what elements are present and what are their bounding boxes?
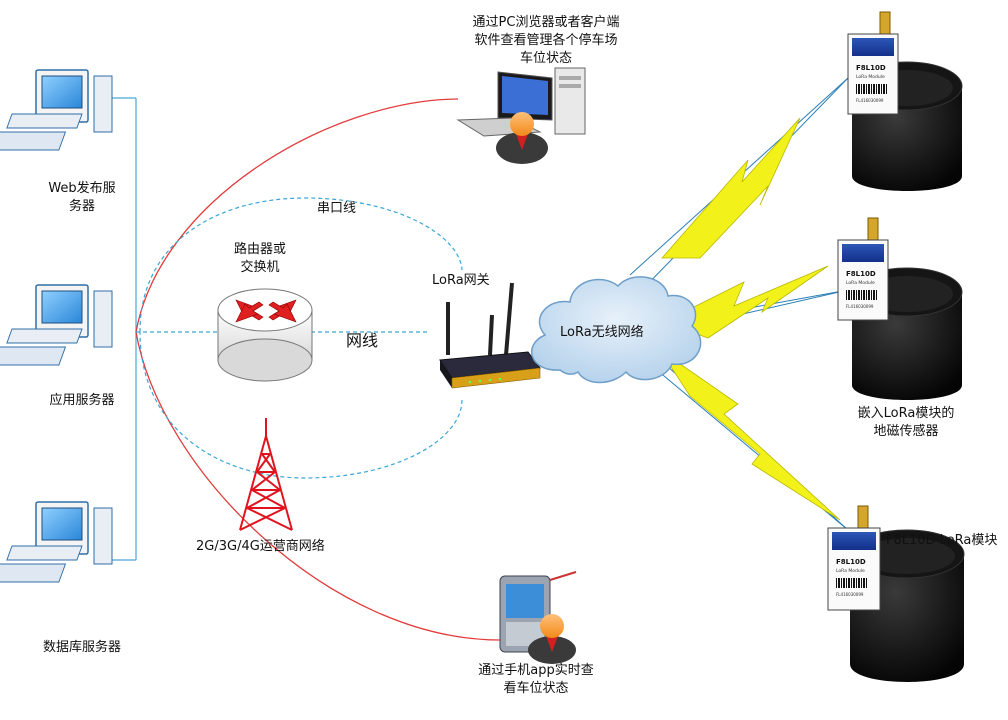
tower-label: 2G/3G/4G运营商网络 bbox=[196, 539, 325, 554]
sensor-caption-line1: 嵌入LoRa模块的 bbox=[857, 406, 955, 421]
module-sub: LoRa Module bbox=[836, 568, 865, 574]
module-label: F8L10D LoRa模块 bbox=[886, 533, 998, 548]
pc-client-label-line3: 车位状态 bbox=[519, 51, 572, 66]
cloud-label: LoRa无线网络 bbox=[560, 325, 644, 340]
serial-line-loop bbox=[139, 197, 463, 479]
module-serial: FL416030099 bbox=[846, 304, 874, 309]
ethernet-label: 网线 bbox=[346, 331, 379, 350]
gateway-label: LoRa网关 bbox=[432, 273, 490, 288]
web-server-label: Web发布服 务器 bbox=[22, 180, 142, 216]
red-link-to-phone bbox=[135, 331, 501, 641]
router-label-line1: 路由器或 bbox=[233, 242, 286, 257]
app-server-icon bbox=[0, 284, 113, 366]
pc-user-icon bbox=[456, 67, 586, 164]
phone-user-icon bbox=[499, 571, 577, 664]
phone-client-label: 通过手机app实时查 看车位状态 bbox=[436, 662, 636, 698]
lora-module-3: F8L10D LoRa Module FL416030099 bbox=[827, 505, 881, 611]
module-title: F8L10D bbox=[856, 64, 886, 72]
module-sub: LoRa Module bbox=[856, 74, 885, 80]
lora-module-1: F8L10D LoRa Module FL416030099 bbox=[847, 11, 899, 115]
lora-cloud-icon bbox=[530, 276, 702, 384]
sensor-caption: 嵌入LoRa模块的 地磁传感器 bbox=[826, 405, 986, 441]
router-label: 路由器或 交换机 bbox=[210, 241, 310, 277]
web-server-label-line1: Web发布服 bbox=[48, 181, 116, 196]
router-icon bbox=[217, 288, 313, 382]
pc-client-label-line2: 软件查看管理各个停车场 bbox=[474, 33, 618, 48]
router-label-line2: 交换机 bbox=[240, 260, 280, 275]
pc-client-label-line1: 通过PC浏览器或者客户端 bbox=[472, 15, 620, 30]
sensor-caption-line2: 地磁传感器 bbox=[873, 424, 939, 439]
module-title: F8L10D bbox=[846, 270, 876, 278]
module-sub: LoRa Module bbox=[846, 280, 875, 286]
web-server-icon bbox=[0, 69, 113, 151]
database-server-icon bbox=[0, 501, 113, 583]
db-server-label: 数据库服务器 bbox=[42, 640, 121, 655]
serial-line-label: 串口线 bbox=[317, 201, 357, 216]
lora-gateway-icon bbox=[439, 282, 541, 389]
module-serial: FL416030099 bbox=[836, 592, 864, 597]
module-title: F8L10D bbox=[836, 558, 866, 566]
app-server-label: 应用服务器 bbox=[49, 393, 115, 408]
phone-client-label-line1: 通过手机app实时查 bbox=[478, 663, 594, 678]
cell-tower-icon bbox=[239, 418, 293, 531]
red-link-to-pc bbox=[135, 98, 459, 333]
phone-client-label-line2: 看车位状态 bbox=[503, 681, 569, 696]
module-serial: FL416030099 bbox=[856, 98, 884, 103]
web-server-label-line2: 务器 bbox=[68, 199, 95, 214]
lora-module-2: F8L10D LoRa Module FL416030099 bbox=[837, 217, 889, 321]
lightning-bolts bbox=[659, 117, 841, 521]
pc-client-label: 通过PC浏览器或者客户端 软件查看管理各个停车场 车位状态 bbox=[426, 14, 666, 68]
